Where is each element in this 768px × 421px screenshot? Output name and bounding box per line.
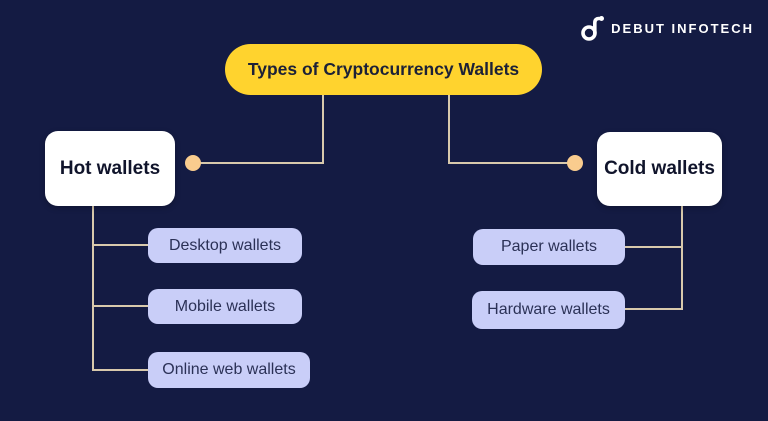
node-cold-wallets: Cold wallets — [597, 132, 722, 206]
connector-line — [92, 244, 148, 246]
leaf-mobile-wallets: Mobile wallets — [148, 289, 302, 324]
connector-line — [448, 95, 450, 164]
connector-line — [199, 162, 324, 164]
leaf-online-web-wallets: Online web wallets — [148, 352, 310, 388]
title-pill: Types of Cryptocurrency Wallets — [225, 44, 542, 95]
node-hot-wallets: Hot wallets — [45, 131, 175, 206]
leaf-paper-wallets: Paper wallets — [473, 229, 625, 265]
connector-line — [448, 162, 569, 164]
connector-line — [92, 205, 94, 371]
connector-line — [92, 369, 148, 371]
debut-infotech-logo: DEBUT INFOTECH — [580, 14, 754, 42]
connector-line — [681, 205, 683, 310]
connector-line — [625, 246, 683, 248]
leaf-desktop-wallets: Desktop wallets — [148, 228, 302, 263]
debut-d-icon — [580, 14, 605, 42]
connector-line — [625, 308, 683, 310]
connector-line — [92, 305, 148, 307]
leaf-hardware-wallets: Hardware wallets — [472, 291, 625, 329]
connector-dot — [185, 155, 201, 171]
connector-dot — [567, 155, 583, 171]
connector-line — [322, 95, 324, 164]
logo-text: DEBUT INFOTECH — [611, 20, 754, 36]
